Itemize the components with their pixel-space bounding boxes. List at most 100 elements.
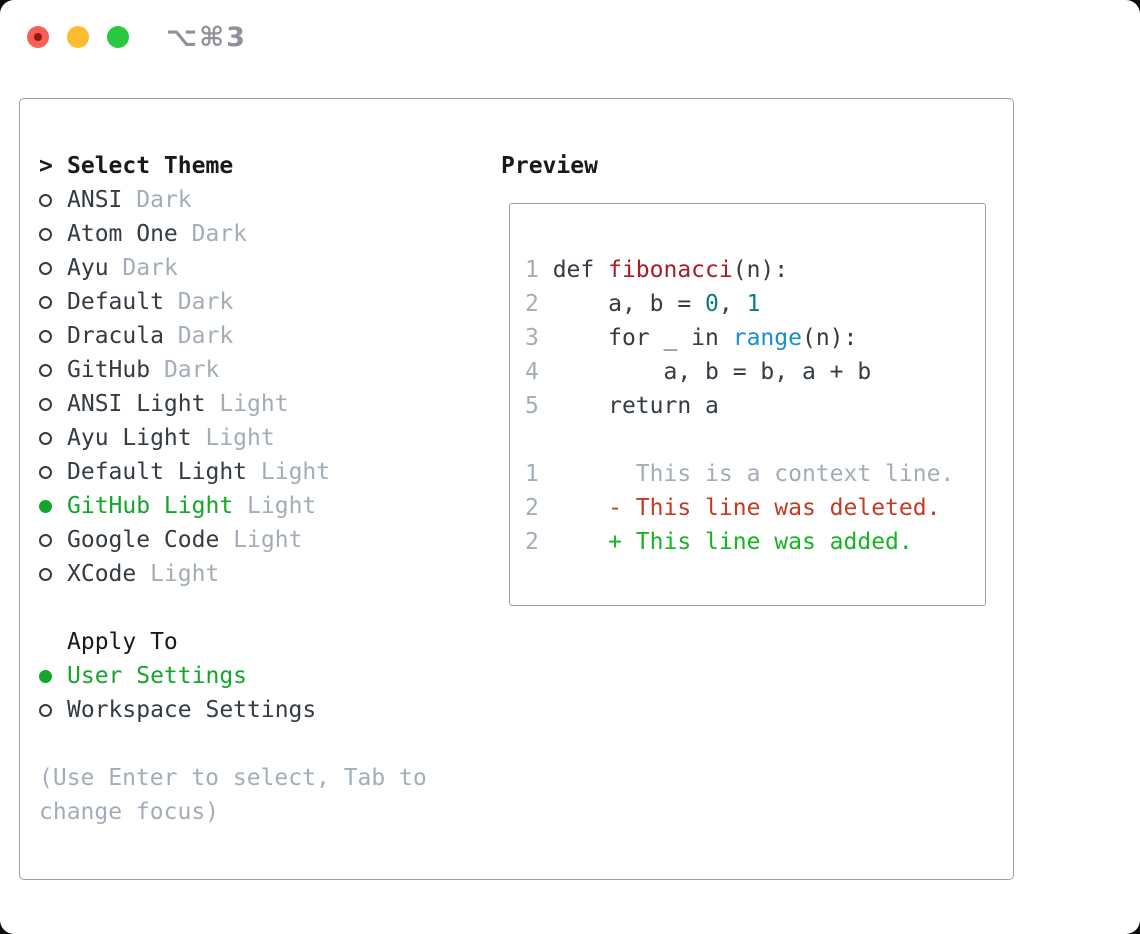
preview-line: 1 This is a context line.	[525, 457, 985, 491]
line-number: 2	[525, 291, 539, 317]
theme-option-label: GitHub Light Light	[67, 493, 316, 519]
radio-icon	[39, 693, 67, 727]
radio-circle-icon	[39, 499, 52, 513]
close-button[interactable]	[27, 26, 49, 48]
theme-option-label: XCode Light	[67, 561, 219, 587]
code-segment: This is a context line.	[552, 461, 955, 487]
line-number: 1	[525, 257, 539, 283]
theme-option-label: Default Dark	[67, 289, 233, 315]
preview-line: 2 a, b = 0, 1	[525, 287, 985, 321]
theme-name: Default	[67, 289, 164, 315]
apply-option-label: User Settings	[67, 663, 247, 689]
radio-icon	[39, 319, 67, 353]
apply-option-label: Workspace Settings	[67, 697, 316, 723]
theme-option-label: Ayu Light Light	[67, 425, 275, 451]
theme-option-ayu-light[interactable]: Ayu Light Light	[39, 421, 484, 455]
theme-option-atom-one[interactable]: Atom One Dark	[39, 217, 484, 251]
code-segment: def	[552, 257, 609, 283]
radio-circle-icon	[39, 533, 52, 547]
spacer	[39, 727, 484, 761]
theme-variant: Dark	[177, 289, 234, 315]
line-number: 5	[525, 393, 539, 419]
theme-option-github-light[interactable]: GitHub Light Light	[39, 489, 484, 523]
theme-option-dracula[interactable]: Dracula Dark	[39, 319, 484, 353]
theme-option-ayu[interactable]: Ayu Dark	[39, 251, 484, 285]
code-segment: - This line was deleted.	[552, 495, 941, 521]
minimize-button[interactable]	[67, 26, 89, 48]
apply-option-user-settings[interactable]: User Settings	[39, 659, 484, 693]
radio-circle-icon	[39, 295, 52, 309]
radio-icon	[39, 285, 67, 319]
radio-icon	[39, 455, 67, 489]
preview-line: 1 def fibonacci(n):	[525, 253, 985, 287]
radio-icon	[39, 183, 67, 217]
theme-variant: Light	[205, 425, 275, 451]
code-segment: (n):	[801, 325, 858, 351]
theme-variant: Light	[260, 459, 331, 485]
radio-circle-icon	[39, 397, 52, 411]
code-segment: for _ in	[552, 325, 733, 351]
theme-name: ANSI	[67, 187, 123, 213]
radio-icon	[39, 251, 67, 285]
code-segment: a, b =	[552, 291, 706, 317]
keyboard-hint: (Use Enter to select, Tab to change focu…	[39, 765, 427, 825]
radio-icon	[39, 387, 67, 421]
code-segment: (n):	[732, 257, 789, 283]
radio-circle-icon	[39, 431, 52, 445]
preview-line	[525, 423, 985, 457]
apply-option-workspace-settings[interactable]: Workspace Settings	[39, 693, 484, 727]
zoom-button[interactable]	[107, 26, 129, 48]
prompt-icon: >	[39, 153, 53, 179]
radio-icon	[39, 557, 67, 591]
apply-to-title: Apply To	[67, 629, 178, 655]
preview-header: Preview	[501, 153, 598, 179]
theme-option-label: Google Code Light	[67, 527, 302, 553]
traffic-lights	[27, 26, 129, 48]
code-segment: fibonacci	[608, 257, 733, 283]
theme-name: Dracula	[67, 323, 164, 349]
radio-icon	[39, 353, 67, 387]
line-number: 3	[525, 325, 539, 351]
apply-to-indent	[39, 625, 67, 659]
radio-circle-icon	[39, 703, 52, 717]
theme-variant: Dark	[191, 221, 248, 247]
theme-option-ansi-light[interactable]: ANSI Light Light	[39, 387, 484, 421]
theme-name: Ayu Light	[67, 425, 192, 451]
radio-icon	[39, 421, 67, 455]
preview-line: 3 for _ in range(n):	[525, 321, 985, 355]
spacer	[39, 591, 484, 625]
code-segment: + This line was added.	[552, 529, 913, 555]
theme-option-default[interactable]: Default Dark	[39, 285, 484, 319]
theme-name: Atom One	[67, 221, 178, 247]
code-segment: return a	[552, 393, 719, 419]
radio-circle-icon	[39, 465, 52, 479]
theme-option-ansi[interactable]: ANSI Dark	[39, 183, 484, 217]
select-theme-header: > Select Theme	[39, 149, 484, 183]
theme-variant: Dark	[136, 187, 192, 213]
window-title: ⌥⌘3	[166, 22, 247, 53]
radio-circle-icon	[39, 261, 52, 275]
theme-option-label: GitHub Dark	[67, 357, 219, 383]
theme-option-google-code[interactable]: Google Code Light	[39, 523, 484, 557]
theme-name: GitHub Light	[67, 493, 234, 519]
close-dot-icon	[34, 33, 42, 41]
theme-option-label: ANSI Light Light	[67, 391, 289, 417]
theme-name: GitHub	[67, 357, 151, 383]
theme-variant: Light	[233, 527, 303, 553]
theme-name: XCode	[67, 561, 137, 587]
theme-variant: Dark	[122, 255, 178, 281]
code-segment: range	[732, 325, 802, 351]
theme-option-xcode[interactable]: XCode Light	[39, 557, 484, 591]
line-number: 1	[525, 461, 539, 487]
theme-option-github[interactable]: GitHub Dark	[39, 353, 484, 387]
line-number: 2	[525, 529, 539, 555]
theme-option-label: Ayu Dark	[67, 255, 178, 281]
theme-option-default-light[interactable]: Default Light Light	[39, 455, 484, 489]
code-segment: a, b = b, a + b	[552, 359, 872, 385]
radio-circle-icon	[39, 567, 52, 581]
